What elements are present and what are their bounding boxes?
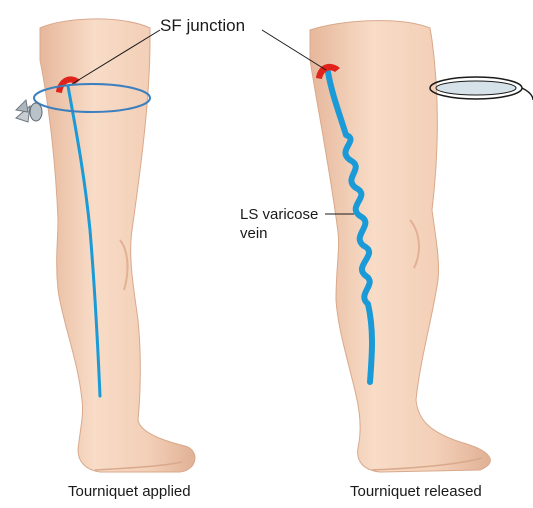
ls-varicose-line1: LS varicose (240, 205, 318, 224)
caption-tourniquet-released: Tourniquet released (350, 483, 482, 500)
bow-clip-icon (16, 100, 42, 122)
ls-varicose-vein-label: LS varicose vein (240, 205, 318, 243)
tourniquet-ring-icon (430, 77, 533, 100)
ls-varicose-line2: vein (240, 224, 318, 243)
caption-tourniquet-applied: Tourniquet applied (68, 483, 191, 500)
sf-junction-label: SF junction (160, 16, 245, 36)
